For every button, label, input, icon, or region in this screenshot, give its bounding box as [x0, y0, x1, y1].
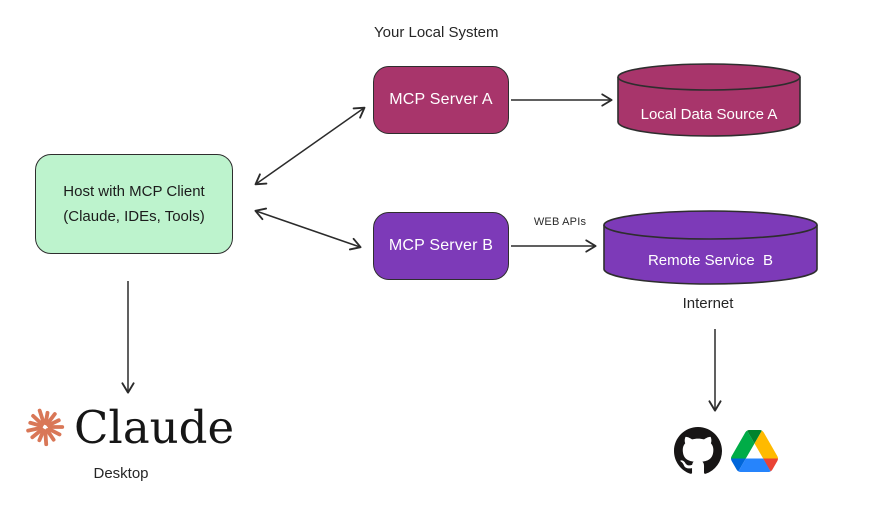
cylinder-shape: [617, 63, 801, 137]
google-drive-icon: [731, 430, 778, 472]
remote-service-b-cylinder: Remote Service B: [603, 210, 818, 286]
remote-service-logos: [674, 427, 778, 475]
connector-host-server-b: [254, 207, 362, 251]
mcp-server-b-node: MCP Server B: [373, 212, 509, 280]
local-data-source-a-label: Local Data Source A: [640, 106, 778, 123]
claude-wordmark: Claude: [74, 400, 235, 454]
cylinder-shape: [603, 210, 818, 285]
local-data-source-a-cylinder: Local Data Source A: [617, 63, 801, 138]
host-node-label-line1: Host with MCP Client: [63, 182, 205, 200]
connector-host-server-a: [254, 106, 366, 186]
claude-desktop-caption: Desktop: [93, 465, 149, 482]
host-node-label-line2: (Claude, IDEs, Tools): [63, 208, 205, 225]
host-mcp-client-node: Host with MCP Client (Claude, IDEs, Tool…: [35, 154, 233, 254]
mcp-server-a-label: MCP Server A: [389, 91, 493, 108]
web-apis-caption: WEB APIs: [533, 216, 587, 228]
local-system-heading: Your Local System: [374, 24, 499, 41]
internet-caption: Internet: [682, 295, 734, 312]
claude-starburst-icon: [26, 408, 65, 447]
remote-service-b-label: Remote Service B: [647, 252, 774, 269]
github-icon: [674, 427, 722, 474]
claude-desktop-lockup: Claude: [22, 404, 234, 450]
mcp-server-b-label: MCP Server B: [388, 237, 494, 254]
mcp-server-a-node: MCP Server A: [373, 66, 509, 134]
